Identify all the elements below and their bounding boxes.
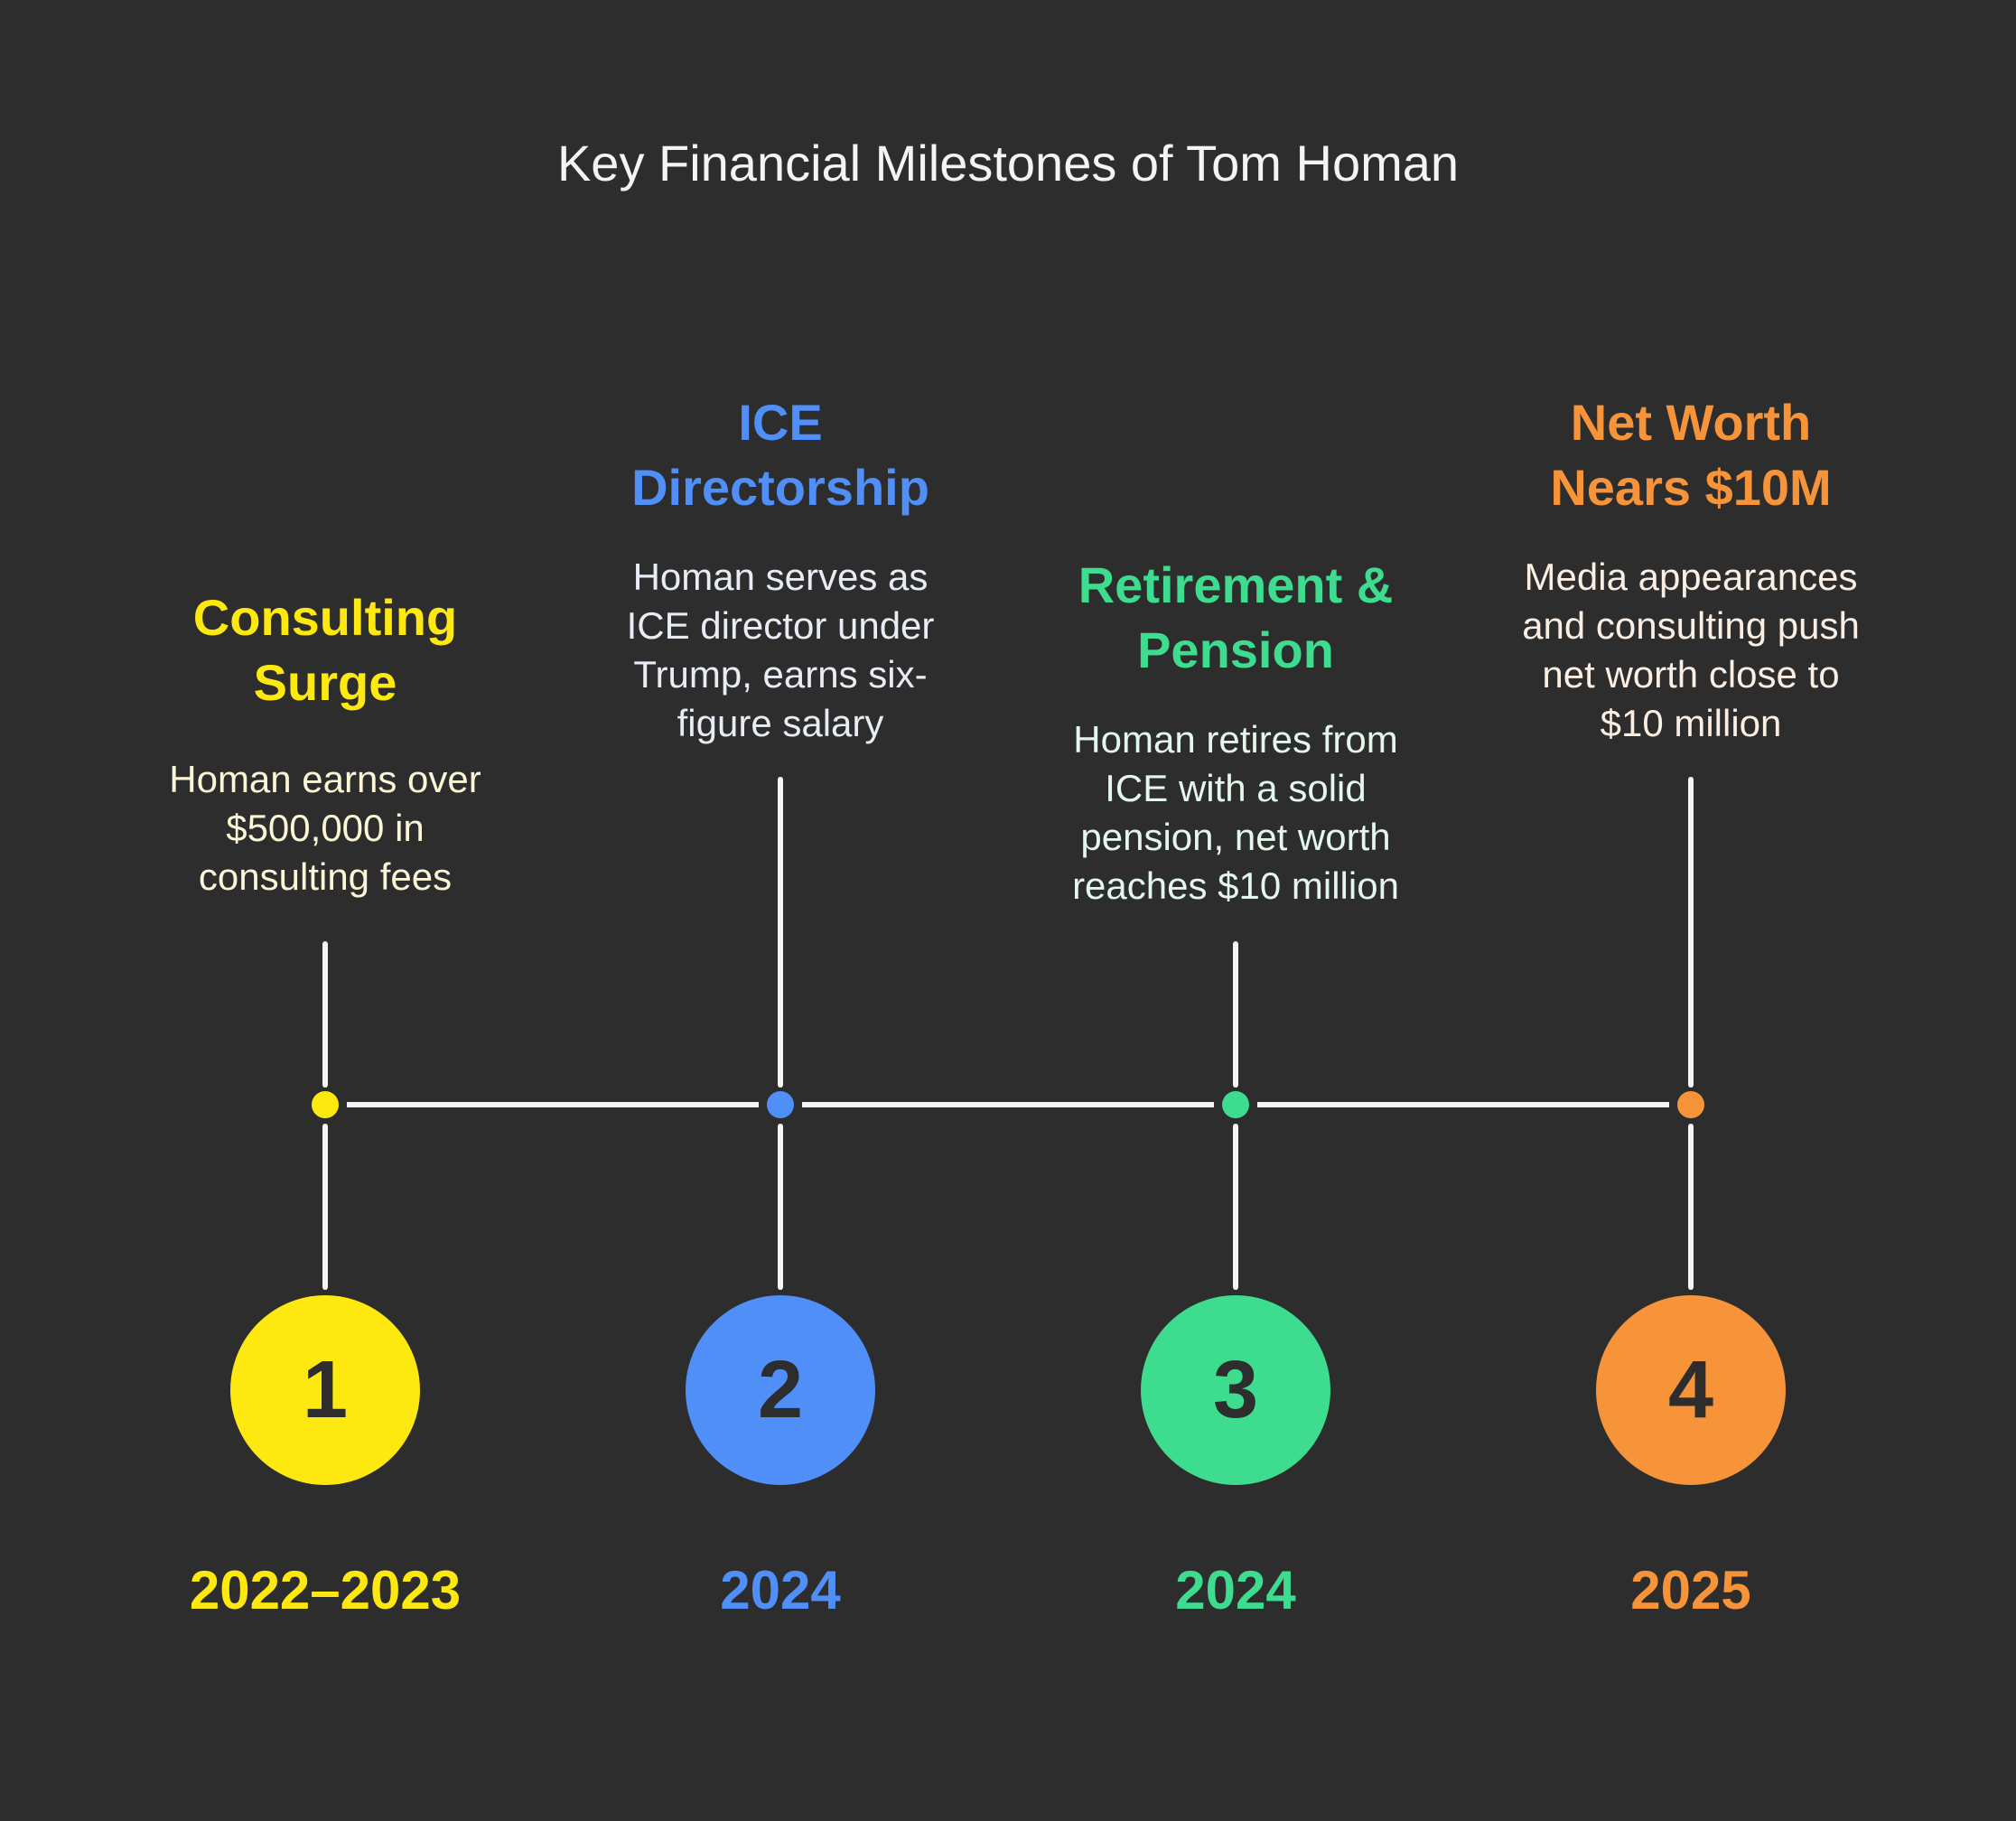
milestone-4-dot bbox=[1677, 1091, 1704, 1118]
milestone-2-connector-bottom bbox=[778, 1124, 783, 1290]
milestone-4-year: 2025 bbox=[1630, 1560, 1751, 1620]
description-line: Media appearances bbox=[1524, 556, 1858, 598]
milestone-1-number: 1 bbox=[302, 1344, 349, 1435]
milestone-3-heading: Retirement & Pension bbox=[1037, 553, 1434, 683]
milestone-3-connector-bottom bbox=[1233, 1124, 1238, 1290]
timeline-segment-3-4 bbox=[1257, 1102, 1669, 1107]
description-line: and consulting push bbox=[1522, 604, 1860, 647]
description-line: figure salary bbox=[677, 702, 884, 744]
description-line: reaches $10 million bbox=[1072, 864, 1399, 907]
milestone-2-heading-line2: Directorship bbox=[631, 459, 929, 516]
milestone-1-year: 2022–2023 bbox=[189, 1560, 462, 1620]
description-line: Homan earns over bbox=[169, 758, 481, 800]
milestone-3-number: 3 bbox=[1212, 1344, 1259, 1435]
milestone-4-description: Media appearances and consulting push ne… bbox=[1492, 553, 1890, 748]
milestone-3-year: 2024 bbox=[1175, 1560, 1296, 1620]
description-line: net worth close to bbox=[1542, 653, 1840, 696]
description-line: Trump, earns six- bbox=[633, 653, 928, 696]
milestone-2-year: 2024 bbox=[720, 1560, 841, 1620]
milestone-1-connector-bottom bbox=[322, 1124, 328, 1290]
milestone-2-heading-line1: ICE bbox=[738, 394, 823, 451]
milestone-4-number-badge: 4 bbox=[1596, 1295, 1786, 1485]
milestone-4-number: 4 bbox=[1667, 1344, 1714, 1435]
milestone-4-connector-top bbox=[1688, 777, 1694, 1088]
description-line: pension, net worth bbox=[1080, 816, 1391, 858]
description-line: $10 million bbox=[1600, 702, 1782, 744]
milestone-3-connector-top bbox=[1233, 941, 1238, 1088]
milestone-3-heading-line1: Retirement & bbox=[1078, 556, 1394, 613]
description-line: consulting fees bbox=[198, 855, 453, 898]
milestone-1-number-badge: 1 bbox=[230, 1295, 420, 1485]
description-line: ICE director under bbox=[626, 604, 935, 647]
milestone-2-heading: ICE Directorship bbox=[582, 390, 979, 520]
milestone-4-heading-line1: Net Worth bbox=[1570, 394, 1812, 451]
milestone-4-heading: Net Worth Nears $10M bbox=[1492, 390, 1890, 520]
milestone-3-dot bbox=[1222, 1091, 1249, 1118]
milestone-1-connector-top bbox=[322, 941, 328, 1088]
milestone-4-connector-bottom bbox=[1688, 1124, 1694, 1290]
milestone-1-dot bbox=[312, 1091, 339, 1118]
page-title: Key Financial Milestones of Tom Homan bbox=[556, 135, 1460, 191]
milestone-3-heading-line2: Pension bbox=[1137, 621, 1334, 678]
milestone-1-heading: Consulting Surge bbox=[126, 585, 524, 715]
milestone-2-number: 2 bbox=[757, 1344, 804, 1435]
timeline-segment-2-3 bbox=[802, 1102, 1214, 1107]
description-line: Homan serves as bbox=[632, 556, 929, 598]
timeline-segment-1-2 bbox=[347, 1102, 759, 1107]
description-line: Homan retires from bbox=[1073, 718, 1398, 761]
description-line: $500,000 in bbox=[226, 807, 425, 849]
milestone-2-connector-top bbox=[778, 777, 783, 1088]
milestone-4-heading-line2: Nears $10M bbox=[1550, 459, 1832, 516]
milestone-1-description: Homan earns over $500,000 in consulting … bbox=[126, 755, 524, 901]
description-line: ICE with a solid bbox=[1105, 767, 1367, 809]
milestone-3-number-badge: 3 bbox=[1141, 1295, 1330, 1485]
milestone-1-heading-line2: Surge bbox=[253, 654, 397, 711]
milestone-2-description: Homan serves as ICE director under Trump… bbox=[582, 553, 979, 748]
milestone-3-description: Homan retires from ICE with a solid pens… bbox=[1037, 715, 1434, 910]
milestone-2-dot bbox=[767, 1091, 794, 1118]
milestone-2-number-badge: 2 bbox=[686, 1295, 875, 1485]
milestone-1-heading-line1: Consulting bbox=[192, 589, 458, 646]
